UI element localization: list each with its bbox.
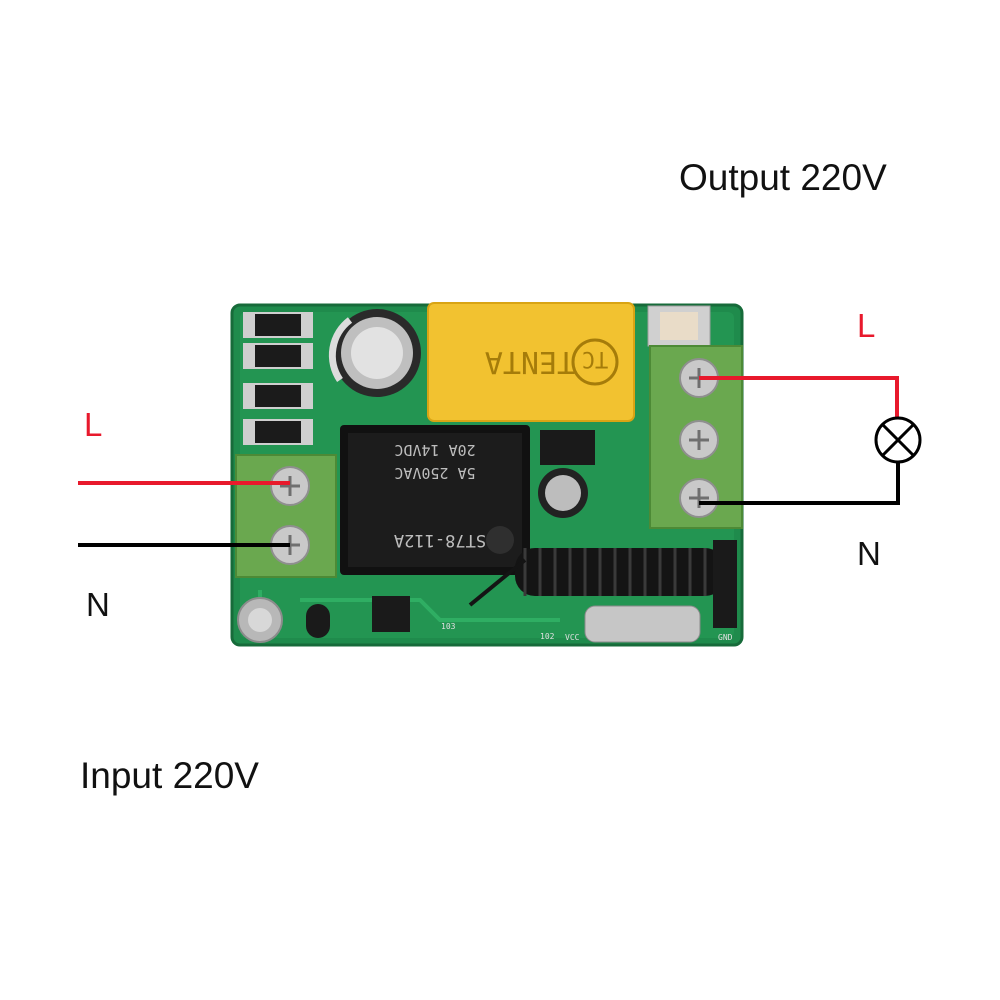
output-neutral-label: N — [857, 535, 881, 572]
relay-receiver-board: TENTA TC 20A 14VDC 5A 250VAC ST78-112A — [230, 302, 744, 647]
relay: 20A 14VDC 5A 250VAC ST78-112A — [340, 425, 530, 575]
output-neutral-wire — [699, 462, 900, 505]
regulator — [306, 604, 330, 638]
input-voltage-label: Input 220V — [80, 755, 259, 796]
antenna-coil — [468, 548, 725, 607]
smd-label-103: 103 — [441, 622, 456, 631]
x-capacitor-text: TENTA — [485, 344, 575, 379]
gnd-label: GND — [718, 633, 733, 642]
x-capacitor: TENTA TC — [427, 302, 635, 422]
vcc-label: VCC — [565, 633, 580, 642]
electrolytic-capacitor — [328, 309, 421, 397]
crystal-oscillator — [584, 605, 701, 643]
pin-header — [713, 540, 737, 628]
x-capacitor-mark: TC — [582, 346, 609, 371]
relay-model: ST78-112A — [394, 530, 486, 550]
transistor — [372, 596, 410, 632]
ic-chip — [540, 430, 595, 465]
input-live-label: L — [84, 406, 103, 443]
input-neutral-label: N — [86, 586, 110, 623]
input-terminal-block — [235, 454, 337, 578]
pair-button — [647, 305, 711, 347]
lamp-symbol-icon — [874, 416, 922, 464]
relay-rating-ac: 5A 250VAC — [394, 464, 475, 482]
diode-array — [243, 312, 313, 445]
output-voltage-label: Output 220V — [679, 157, 887, 198]
small-capacitor — [538, 468, 588, 518]
output-live-label: L — [857, 307, 876, 344]
relay-rating-dc: 20A 14VDC — [394, 441, 475, 459]
output-terminal-block — [649, 345, 743, 529]
smd-label-102: 102 — [540, 632, 555, 641]
output-live-wire — [699, 376, 899, 418]
